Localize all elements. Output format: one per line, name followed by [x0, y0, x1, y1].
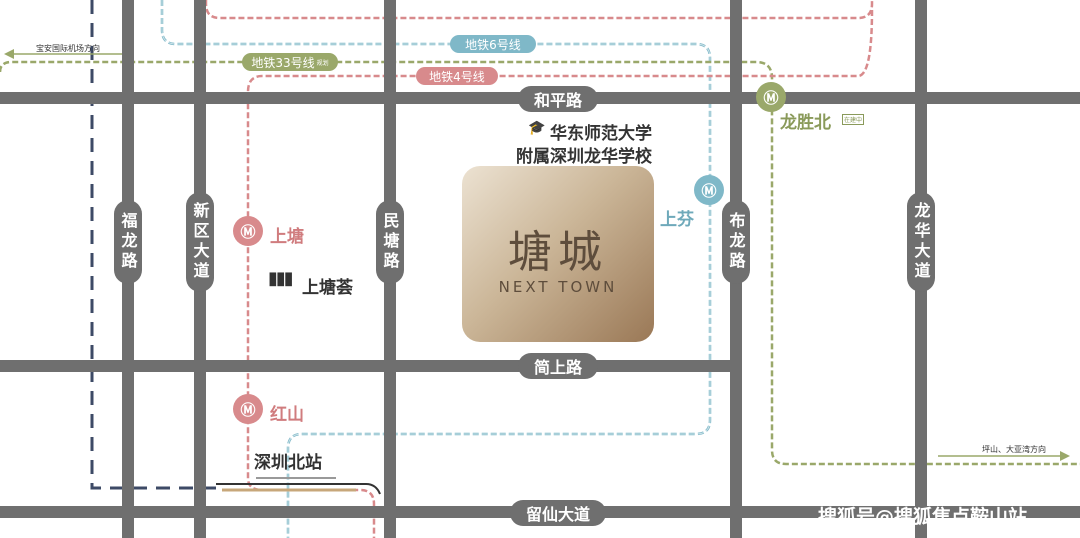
road-label-longhua-text: 龙华大道	[911, 202, 931, 282]
metro-line-33-label-text: 地铁33号线	[251, 55, 315, 70]
road-label-fulong: 福龙路	[114, 200, 142, 284]
metro-icon-shangfen: Ⓜ	[694, 175, 724, 205]
project-title: 塘城	[508, 227, 608, 278]
station-shangfen: 上芬	[660, 210, 694, 230]
station-shenzhenbei: 深圳北站	[254, 453, 322, 473]
direction-pingshan: 坪山、大亚湾方向	[982, 445, 1046, 454]
road-label-mintang: 民塘路	[376, 200, 404, 284]
metro-icon-longshengbei: Ⓜ	[756, 82, 786, 112]
watermark: 搜狐号@搜狐焦点鞍山站	[818, 506, 1028, 528]
metro-icon-hongshan: Ⓜ	[233, 394, 263, 424]
road-label-xinqu-text: 新区大道	[190, 202, 210, 282]
road-jianshang	[0, 360, 740, 372]
school-name-line1: 华东师范大学	[550, 124, 652, 144]
road-label-longhua: 龙华大道	[907, 192, 935, 292]
building-icon: ▮▮▮	[268, 268, 294, 289]
station-longshengbei: 龙胜北	[780, 113, 831, 133]
road-label-bulong-text: 布龙路	[726, 212, 746, 272]
road-label-xinqu: 新区大道	[186, 192, 214, 292]
station-hongshan: 红山	[270, 405, 304, 425]
railway-dashed-line	[90, 0, 218, 490]
metro-line-33-label: 地铁33号线 规划	[242, 53, 338, 71]
metro-line-6-label: 地铁6号线	[450, 35, 536, 53]
road-label-jianshang: 简上路	[518, 353, 598, 379]
road-label-mintang-text: 民塘路	[380, 212, 400, 272]
school-icon: 🎓	[528, 120, 546, 136]
road-label-hepin: 和平路	[518, 86, 598, 112]
station-shangtang: 上塘	[270, 227, 304, 247]
metro-line-4	[204, 0, 874, 538]
project-subtitle: NEXT TOWN	[498, 278, 618, 296]
metro-line-33-note: 规划	[316, 59, 329, 67]
direction-airport: 宝安国际机场方向	[36, 44, 100, 53]
road-label-fulong-text: 福龙路	[118, 212, 138, 272]
metro-line-4-label: 地铁4号线	[416, 67, 498, 85]
shenzhenbei-station-icon	[216, 477, 381, 495]
project-block: 塘城 NEXT TOWN	[462, 166, 654, 342]
road-label-liuxian: 留仙大道	[510, 500, 606, 526]
road-label-bulong: 布龙路	[722, 200, 750, 284]
metro-line-33	[0, 60, 1080, 466]
metro-icon-shangtang: Ⓜ	[233, 216, 263, 246]
school-name-line2: 附属深圳龙华学校	[516, 147, 652, 167]
poi-shangtanghui: 上塘荟	[302, 278, 353, 298]
station-longshengbei-note: 在建中	[842, 114, 865, 125]
